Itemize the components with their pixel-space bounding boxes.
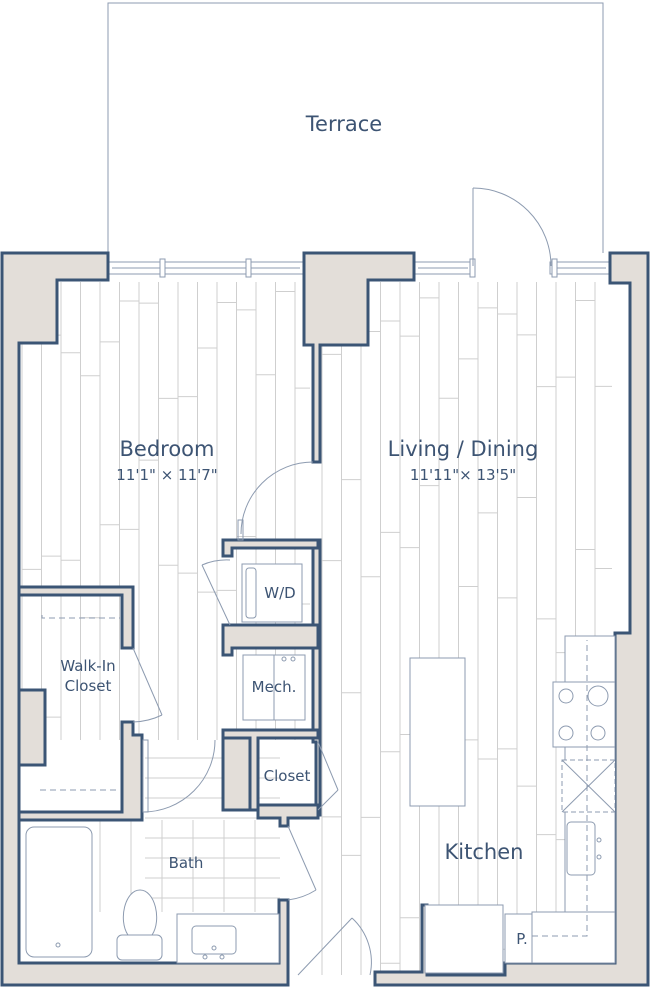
walkin-label-1: Walk-In	[60, 657, 116, 675]
living-dimensions: 11'11"× 13'5"	[409, 466, 517, 484]
living-label: Living / Dining	[387, 437, 539, 461]
pantry	[504, 913, 533, 964]
closet-label: Closet	[263, 767, 311, 785]
bedroom-dimensions: 11'1" × 11'7"	[116, 466, 218, 484]
kitchen-island	[409, 657, 466, 807]
pantry-label: P.	[516, 930, 528, 948]
bedroom-label: Bedroom	[119, 437, 215, 461]
wd-label: W/D	[264, 584, 296, 602]
walls	[0, 251, 650, 987]
kitchen-sink	[566, 821, 596, 876]
wood-flooring	[21, 282, 612, 975]
bath-sink	[191, 925, 237, 955]
doors[interactable]	[132, 461, 372, 976]
bathtub	[25, 826, 93, 958]
terrace-label: Terrace	[305, 112, 383, 136]
bottom-counter	[531, 911, 616, 964]
kitchen-label: Kitchen	[444, 840, 524, 864]
windows	[107, 258, 611, 278]
bath-label: Bath	[168, 854, 204, 872]
mech-label: Mech.	[251, 678, 297, 696]
fixtures	[25, 563, 616, 974]
terrace	[107, 2, 604, 253]
refrigerator	[424, 904, 504, 974]
terrace-door[interactable]	[472, 187, 552, 267]
walkin-label-2: Closet	[64, 677, 112, 695]
toilet	[122, 889, 158, 936]
